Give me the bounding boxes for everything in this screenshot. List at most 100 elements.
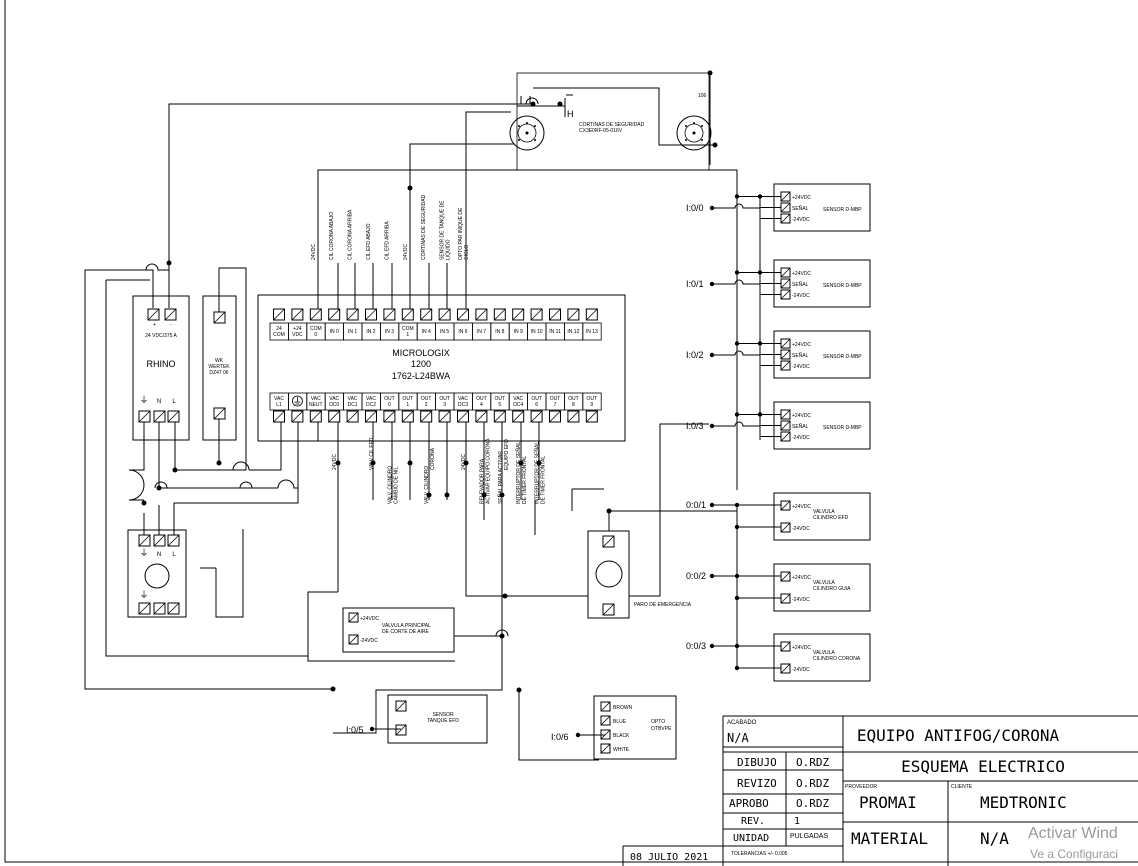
plc-out-terminal (438, 410, 451, 423)
breaker-line2: WERTEK (208, 364, 230, 370)
plc-out-terminal (291, 410, 304, 423)
drawing-date: 08 JULIO 2021 (630, 852, 708, 863)
plc-in-terminal (346, 308, 359, 321)
plc-in-label: IN 11 (549, 329, 561, 335)
plc-input-signal-label: CIL EFD ARRIBA (384, 221, 390, 260)
plc-input-signal-label: LIQUIDO (446, 239, 452, 260)
opto-pin-label: BROWN (613, 705, 633, 711)
sensor-name: SENSOR D-MBP (823, 283, 862, 289)
curtain-connector-left (509, 115, 545, 151)
ground-icon: ⏚ (139, 395, 148, 405)
plc-output-signal-label: SEÑAL PARA ACTIVAR (497, 451, 504, 504)
valve-terminal (780, 571, 791, 582)
plc-output-signal-label: DE TIMER FRONTAL (541, 456, 547, 504)
plc-input-signal-label: OPTO PAR INIQUE DE (458, 207, 464, 260)
valve-io-address: 0:0/1 (686, 500, 706, 510)
sensor-pin-label: +24VDC (792, 413, 811, 419)
plc-out-label: VAC (274, 396, 284, 402)
svg-text:-24VDC: -24VDC (360, 638, 378, 644)
valve-pin-label: +24VDC (792, 575, 811, 581)
plc-out-label: DC2 (366, 402, 376, 408)
opto-io: I:0/6 (551, 732, 569, 742)
outlet-socket-icon (144, 563, 170, 589)
plc-ground-icon (291, 395, 303, 407)
activation-watermark-line1: Activar Wind (1028, 825, 1118, 842)
plc-in-terminal (512, 308, 525, 321)
plc-in-terminal (365, 308, 377, 321)
svg-text:-: - (170, 322, 172, 328)
opto-name: OPTO (651, 719, 665, 725)
valve-terminal (780, 522, 791, 533)
plc-in-label: IN 8 (495, 329, 504, 335)
junction-dots (141, 70, 718, 732)
acabado-value: N/A (727, 731, 749, 745)
sensor-name: SENSOR D-MBP (823, 354, 862, 360)
plc-out-label: DC3 (458, 402, 468, 408)
plc-output-signal-label: ACTIVAR EQUIPO CORONA (485, 438, 491, 504)
plc-in-label: 24 (276, 326, 282, 332)
plc-out-label: OUT (550, 396, 561, 402)
sensor-pin-label: +24VDC (792, 195, 811, 201)
plc-out-terminal (401, 410, 414, 423)
drawing-title: EQUIPO ANTIFOG/CORONA (857, 726, 1060, 745)
plc-input-signal-label: CIL EFD ABAJO (366, 223, 372, 260)
plc-input-signal-label: CIL CORONA ARRIBA (348, 209, 354, 260)
curtain-part: CX3E0RF-05-016V (579, 128, 623, 134)
sensor-pin-label: -24VDC (792, 435, 810, 441)
plc-output-signal-label: INTERRUPTOR DE SEÑAL (515, 442, 522, 504)
main-valve-name-1: VALVULA PRINCIPAL (382, 623, 431, 629)
valve-terminal (780, 663, 791, 674)
plc-input-signal-label: CORTINAS DE SEGURIDAD (421, 194, 427, 260)
plc-input-labels: 24VDC CIL CORONA ABAJO CIL CORONA ARRIBA CI… (311, 194, 470, 260)
plc-in-terminal (493, 308, 506, 321)
plc-out-label: OUT (421, 396, 432, 402)
unidad-value: PULGADAS (790, 833, 828, 840)
sensor-pin-label: SEÑAL (792, 423, 809, 430)
sensor-terminal (780, 278, 791, 289)
plc-input-signal-label: 24VDC (403, 243, 409, 260)
plc-output-signal-label: CAMBIO DE NIL (393, 467, 399, 504)
plc-output-signal-label: 24VDC (332, 453, 338, 470)
svg-text:+: + (153, 322, 156, 328)
sensor-terminal (780, 409, 791, 420)
sensor-name: SENSOR D-MBP (823, 425, 862, 431)
plc-out-terminal (493, 410, 506, 423)
sensor-name: SENSOR D-MBP (823, 207, 862, 213)
power-supply-rating: 24 VDC/375 A (145, 333, 177, 339)
valve-io-address: 0:0/3 (686, 641, 706, 651)
sheet-border (4, 0, 1138, 863)
plc-out-terminal (383, 410, 396, 423)
opto-part: OTBVPE (651, 726, 672, 732)
tolerancias: TOLERANCIAS +/- 0.005 (731, 851, 788, 857)
plc-out-label: OUT (495, 396, 506, 402)
plc-out-terminal (328, 410, 341, 423)
plc-in-label: IN 10 (531, 329, 543, 335)
power-supply-name: RHINO (147, 359, 176, 369)
plc-output-signal-label: VALV. CILINDRO (424, 466, 430, 504)
plc-out-label: 3 (443, 402, 446, 408)
sensor-terminal (780, 213, 791, 224)
curtain-label: CORTINAS DE SEGURIDAD (579, 122, 645, 128)
valve-pin-label: +24VDC (792, 504, 811, 510)
plc-in-label: IN 13 (586, 329, 598, 335)
sensor-pin-label: SEÑAL (792, 352, 809, 359)
plc-in-label: 0 (314, 332, 317, 338)
revizo-value: O.RDZ (796, 777, 829, 790)
plc-in-terminal (291, 308, 304, 321)
plc-out-terminal (309, 410, 322, 423)
plc-out-label: 0 (388, 402, 391, 408)
plc-input-signal-label: CIL CORONA ABAJO (329, 212, 335, 260)
plc-in-label: IN 0 (330, 329, 339, 335)
proveedor-value: PROMAI (859, 793, 917, 812)
plc-out-terminal (549, 410, 561, 423)
plc-out-label: OUT (439, 396, 450, 402)
activation-watermark-line2: Ve a Configuraci (1030, 847, 1118, 861)
plc-out-label: 5 (498, 402, 501, 408)
main-valve-name-2: DE CORTE DE AIRE (382, 629, 430, 635)
plc-out-terminal (273, 410, 285, 423)
power-supply-bottom-terminals (138, 410, 180, 423)
opto-pin-label: BLUE (613, 719, 627, 725)
